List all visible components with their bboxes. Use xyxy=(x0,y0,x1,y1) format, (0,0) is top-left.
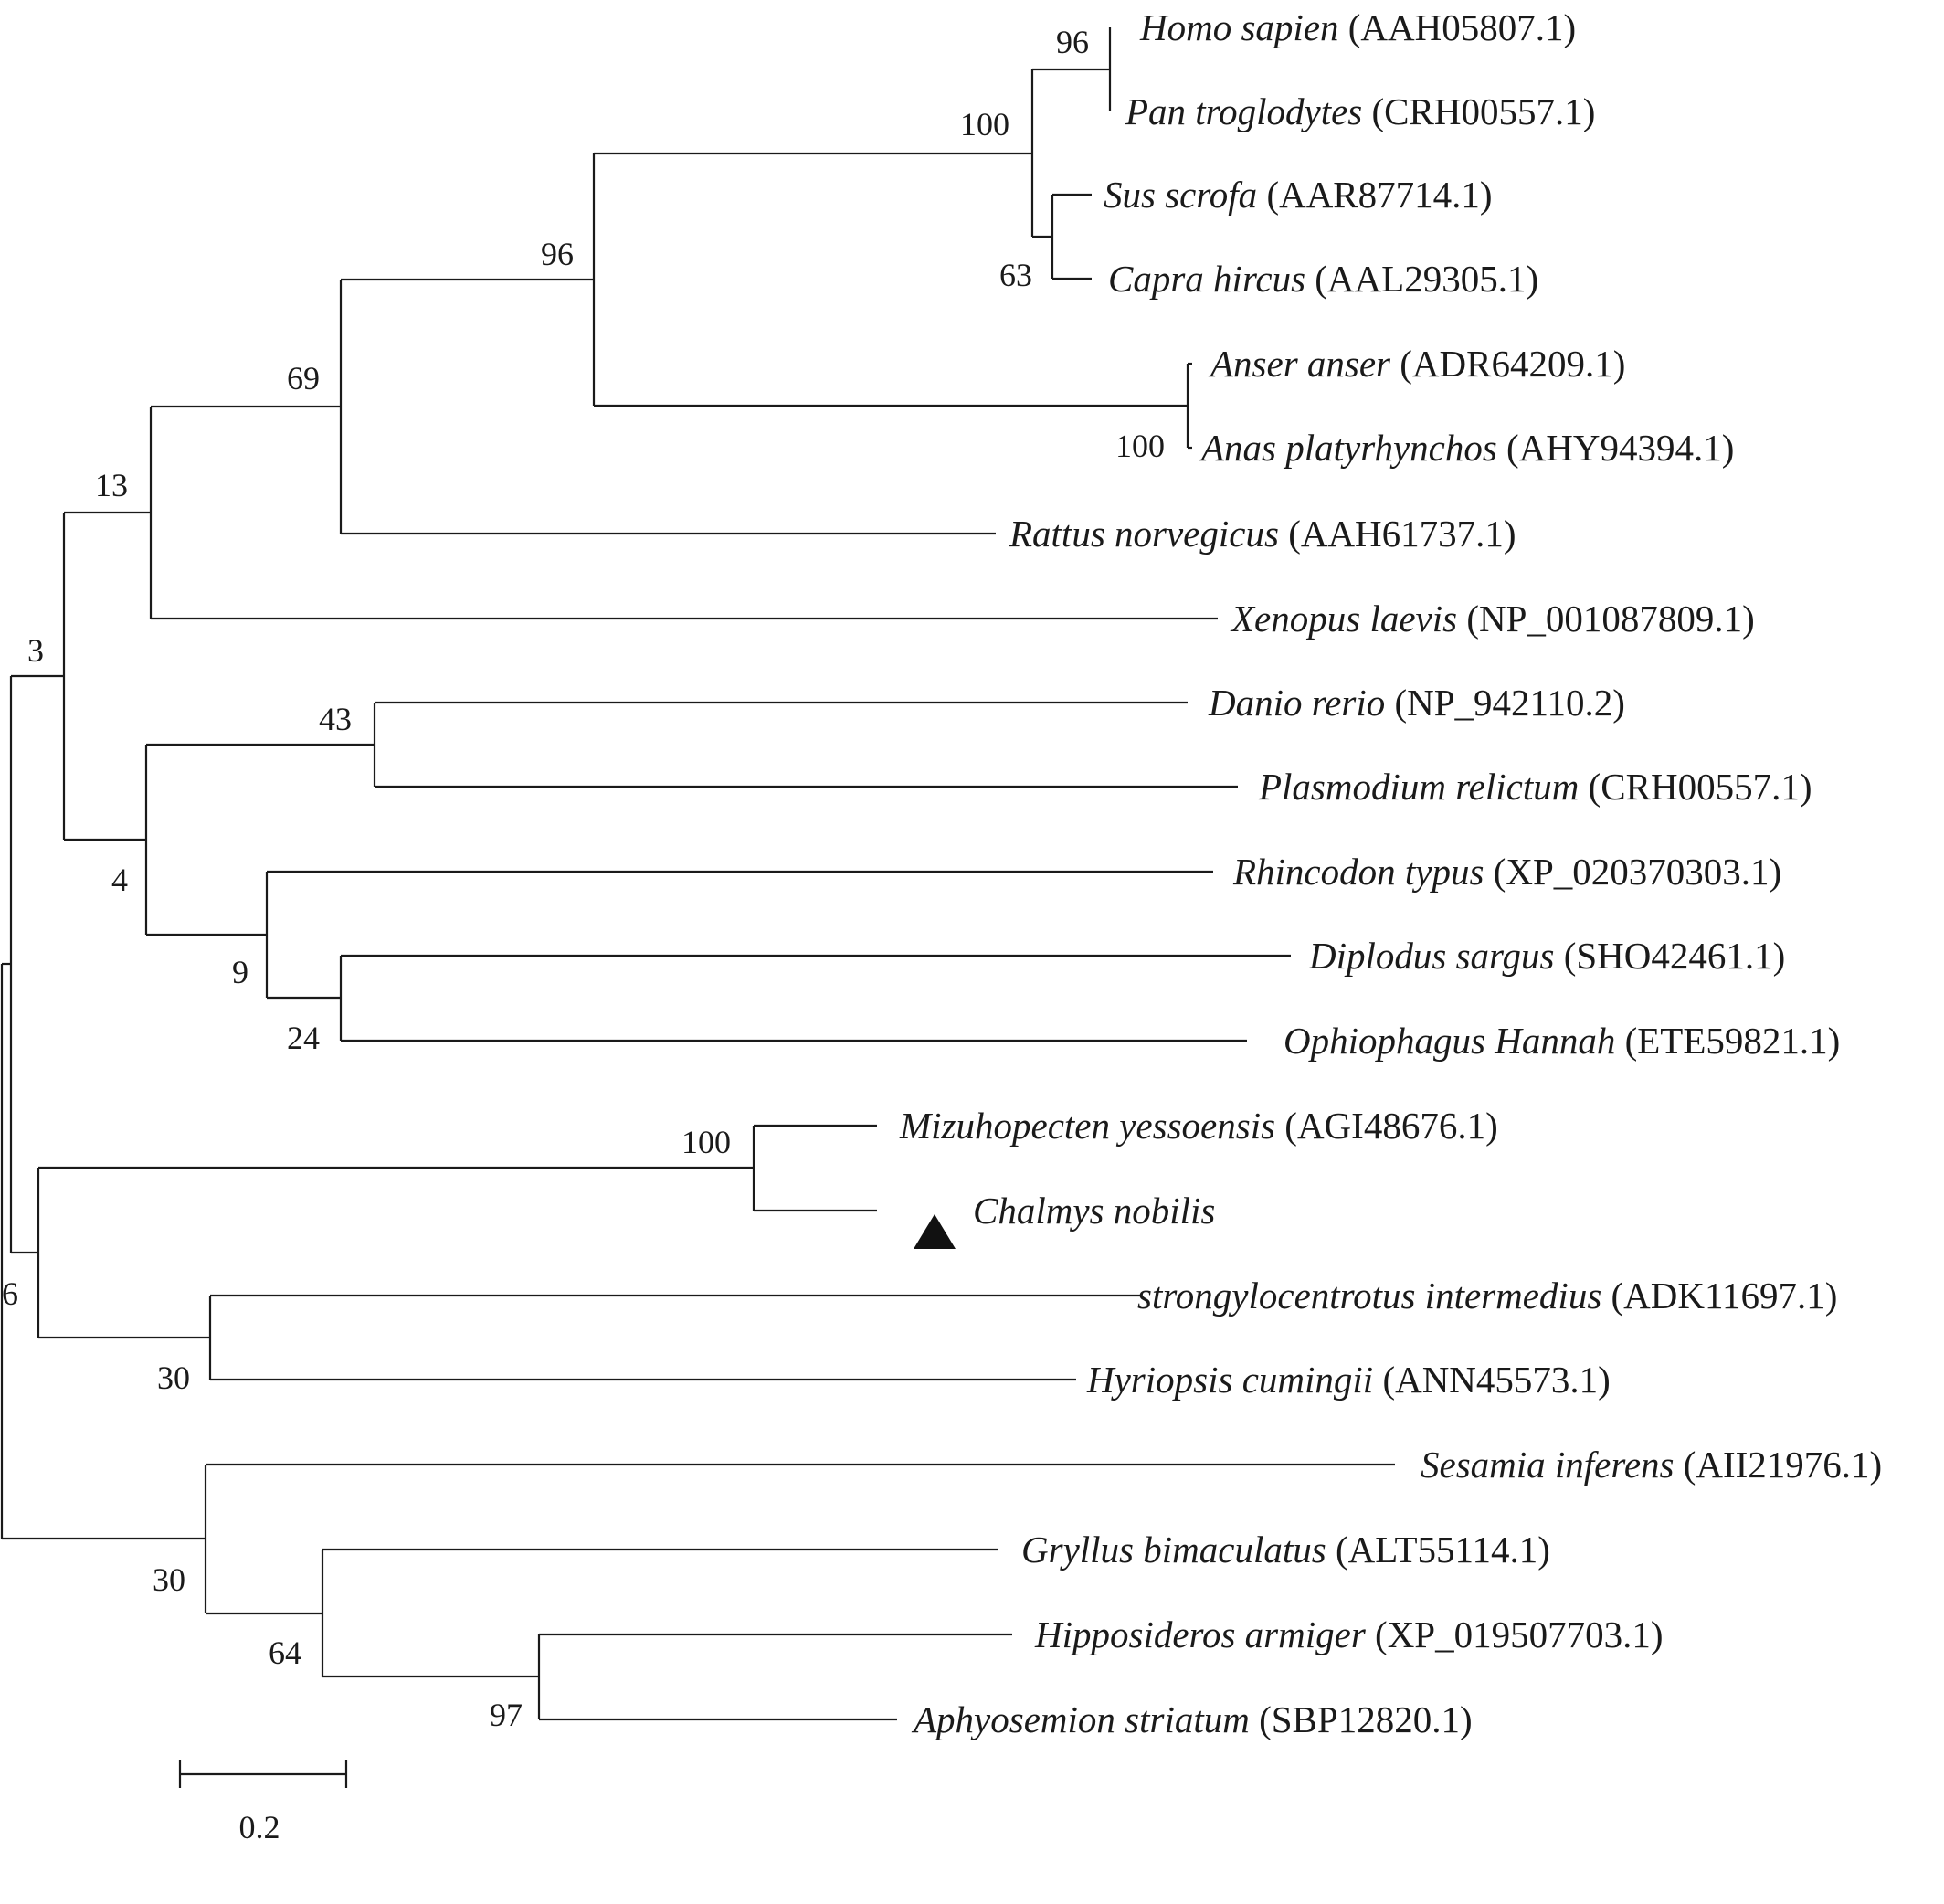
species-name: Sesamia inferens xyxy=(1421,1444,1674,1486)
tip-label: Danio rerio (NP_942110.2) xyxy=(1208,682,1625,724)
tip-labels: Homo sapien (AAH05807.1) Pan troglodytes … xyxy=(899,6,1882,1740)
tip-label: Chalmys nobilis xyxy=(973,1190,1215,1232)
accession-id: (AAR87714.1) xyxy=(1257,174,1492,216)
species-name: Hipposideros armiger xyxy=(1034,1613,1367,1655)
support-value: 100 xyxy=(681,1124,731,1160)
species-name: Rhincodon typus xyxy=(1232,851,1484,893)
tip-label: Hipposideros armiger (XP_019507703.1) xyxy=(1034,1613,1664,1655)
species-name: Hyriopsis cumingii xyxy=(1086,1359,1373,1401)
species-name: Anas platyrhynchos xyxy=(1199,427,1497,469)
support-value: 24 xyxy=(287,1020,320,1056)
tip-label: Pan troglodytes (CRH00557.1) xyxy=(1125,90,1595,132)
tip-label: Aphyosemion striatum (SBP12820.1) xyxy=(911,1698,1473,1740)
support-value: 69 xyxy=(287,360,320,397)
species-name: Aphyosemion striatum xyxy=(911,1698,1250,1740)
tip-label: Anas platyrhynchos (AHY94394.1) xyxy=(1199,427,1734,469)
species-name: Mizuhopecten yessoensis xyxy=(899,1105,1275,1147)
scale-bar-label: 0.2 xyxy=(239,1809,280,1846)
support-value: 63 xyxy=(999,257,1032,293)
tip-label: Diplodus sargus (SHO42461.1) xyxy=(1308,935,1785,977)
support-value: 13 xyxy=(95,467,128,503)
accession-id: (XP_019507703.1) xyxy=(1366,1613,1664,1655)
support-value: 96 xyxy=(1056,24,1089,60)
accession-id: (AHY94394.1) xyxy=(1497,427,1735,469)
accession-id: (ANN45573.1) xyxy=(1373,1359,1611,1401)
species-name: Xenopus laevis xyxy=(1230,598,1457,640)
support-value: 97 xyxy=(490,1697,523,1733)
accession-id: (AGI48676.1) xyxy=(1275,1105,1498,1147)
species-name: Capra hircus xyxy=(1108,258,1305,300)
species-name: Pan troglodytes xyxy=(1125,90,1362,132)
species-name: Diplodus sargus xyxy=(1308,935,1554,977)
tip-label: Hyriopsis cumingii (ANN45573.1) xyxy=(1086,1359,1611,1401)
tip-label: Sus scrofa (AAR87714.1) xyxy=(1104,174,1493,216)
accession-id: (XP_020370303.1) xyxy=(1484,851,1781,893)
tip-label: Mizuhopecten yessoensis (AGI48676.1) xyxy=(899,1105,1498,1147)
accession-id: (NP_942110.2) xyxy=(1385,682,1625,724)
accession-id: (ALT55114.1) xyxy=(1326,1528,1550,1571)
tip-label: Anser anser (ADR64209.1) xyxy=(1208,343,1625,385)
accession-id: (ADK11697.1) xyxy=(1601,1275,1837,1317)
support-value: 100 xyxy=(1115,428,1165,464)
tree-branches xyxy=(0,27,1395,1721)
tip-label: Capra hircus (AAL29305.1) xyxy=(1108,258,1538,300)
accession-id: (SHO42461.1) xyxy=(1554,935,1785,977)
tip-label: Gryllus bimaculatus (ALT55114.1) xyxy=(1021,1528,1550,1571)
species-name: Danio rerio xyxy=(1208,682,1385,724)
accession-id: (AAH61737.1) xyxy=(1279,513,1516,555)
species-name: Homo sapien xyxy=(1139,6,1339,48)
support-value: 43 xyxy=(319,701,352,737)
tip-label: Xenopus laevis (NP_001087809.1) xyxy=(1230,598,1755,640)
support-value: 3 xyxy=(27,632,44,669)
species-name: Anser anser xyxy=(1208,343,1391,385)
accession-id: (CRH00557.1) xyxy=(1362,90,1595,132)
accession-id: (AAL29305.1) xyxy=(1305,258,1538,300)
support-value: 30 xyxy=(157,1359,190,1396)
species-name: Gryllus bimaculatus xyxy=(1021,1528,1326,1571)
support-value: 6 xyxy=(2,1275,18,1312)
species-name: Ophiophagus Hannah xyxy=(1284,1020,1615,1062)
tip-label: Rattus norvegicus (AAH61737.1) xyxy=(1009,513,1516,555)
species-name: Rattus norvegicus xyxy=(1009,513,1279,555)
accession-id: (ETE59821.1) xyxy=(1615,1020,1840,1062)
highlight-triangle-icon xyxy=(914,1214,956,1249)
support-value: 30 xyxy=(153,1561,185,1598)
tip-label: Rhincodon typus (XP_020370303.1) xyxy=(1232,851,1781,893)
support-value: 100 xyxy=(960,106,1009,143)
support-value: 96 xyxy=(541,236,574,272)
accession-id: (CRH00557.1) xyxy=(1579,766,1812,808)
species-name: Sus scrofa xyxy=(1104,174,1257,216)
tip-label: Sesamia inferens (AII21976.1) xyxy=(1421,1444,1882,1486)
scale-bar: 0.2 xyxy=(178,1760,348,1846)
species-name: strongylocentrotus intermedius xyxy=(1137,1275,1601,1317)
accession-id: (AAH05807.1) xyxy=(1339,6,1577,48)
accession-id: (SBP12820.1) xyxy=(1250,1698,1473,1740)
tip-label: Plasmodium relictum (CRH00557.1) xyxy=(1258,766,1812,808)
tip-label: Homo sapien (AAH05807.1) xyxy=(1139,6,1576,48)
species-name: Chalmys nobilis xyxy=(973,1190,1215,1232)
tip-label: strongylocentrotus intermedius (ADK11697… xyxy=(1137,1275,1837,1317)
tip-label: Ophiophagus Hannah (ETE59821.1) xyxy=(1284,1020,1840,1062)
accession-id: (ADR64209.1) xyxy=(1390,343,1625,385)
support-value: 9 xyxy=(232,954,248,990)
support-value: 4 xyxy=(111,862,128,898)
species-name: Plasmodium relictum xyxy=(1258,766,1579,808)
support-values: 96 100 63 100 96 69 13 3 43 4 9 24 100 30 6 30 64 97 xyxy=(2,24,1165,1733)
accession-id: (AII21976.1) xyxy=(1674,1444,1882,1486)
support-value: 64 xyxy=(269,1634,301,1671)
accession-id: (NP_001087809.1) xyxy=(1457,598,1755,640)
